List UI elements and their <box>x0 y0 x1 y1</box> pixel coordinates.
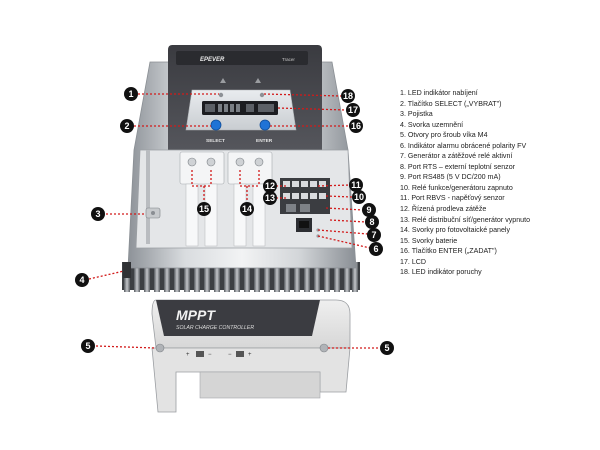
indicator-icon <box>255 78 261 83</box>
callout-marker-17: 17 <box>346 103 360 117</box>
cover-screw-hole-left <box>155 343 165 353</box>
svg-text:2: 2 <box>124 121 129 131</box>
pv-terminals <box>227 151 273 247</box>
legend-item: 2. Tlačítko SELECT („VYBRAT") <box>400 99 502 108</box>
callout-marker-10: 10 <box>352 190 366 204</box>
enter-label: ENTER <box>256 138 273 144</box>
callout-marker-15: 15 <box>197 202 211 216</box>
legend-item: 7. Generátor a zátěžové relé aktivní <box>400 152 513 161</box>
battery-icon <box>196 351 204 357</box>
select-button[interactable] <box>210 119 222 131</box>
select-label: SELECT <box>206 138 225 144</box>
legend-item: 18. LED indikátor poruchy <box>400 268 482 277</box>
cover-plus-sign-2: + <box>248 352 252 358</box>
callout-marker-5-left: 5 <box>81 339 95 353</box>
warning-icon <box>220 78 226 83</box>
cover-screw-hole-right <box>319 343 329 353</box>
controller-body: EPEVER Tracer SELECT ENTER <box>122 45 360 292</box>
callout-marker-4: 4 <box>75 273 89 287</box>
legend-item: 16. Tlačítko ENTER („ZADAT") <box>400 247 497 256</box>
legend-item: 1. LED indikátor nabíjení <box>400 89 478 97</box>
callout-marker-12: 12 <box>263 179 277 193</box>
svg-text:16: 16 <box>351 121 361 131</box>
callout-marker-2: 2 <box>120 119 134 133</box>
svg-text:9: 9 <box>366 205 371 215</box>
enter-button[interactable] <box>259 119 271 131</box>
callout-marker-3: 3 <box>91 207 105 221</box>
legend-item: 10. Relé funkce/generátoru zapnuto <box>400 183 513 192</box>
fault-led <box>259 92 265 98</box>
comm-terminal-block <box>280 178 330 214</box>
legend-item: 9. Port RS485 (5 V DC/200 mA) <box>400 173 501 182</box>
svg-text:5: 5 <box>384 343 389 353</box>
legend-item: 11. Port RBVS - napěťový senzor <box>400 194 505 203</box>
model-name: Tracer <box>282 57 295 62</box>
cover-plus-sign: + <box>186 352 190 358</box>
callout-marker-16: 16 <box>349 119 363 133</box>
legend-item: 8. Port RTS – externí teplotní senzor <box>400 162 516 171</box>
brand-logo: EPEVER <box>200 57 225 63</box>
cover-subtitle: SOLAR CHARGE CONTROLLER <box>176 325 254 331</box>
ground-terminal <box>123 262 131 278</box>
lcd-display <box>202 101 278 115</box>
callout-marker-18: 18 <box>341 89 355 103</box>
svg-text:1: 1 <box>128 89 133 99</box>
cover-minus-sign: − <box>208 352 212 358</box>
cover-title: MPPT <box>176 307 216 323</box>
cover-minus-sign-2: − <box>228 352 232 358</box>
callout-marker-11: 11 <box>349 178 363 192</box>
legend-item: 5. Otvory pro šroub víka M4 <box>400 131 488 140</box>
component-legend: 1. LED indikátor nabíjení 2. Tlačítko SE… <box>400 88 596 278</box>
svg-text:7: 7 <box>371 230 376 240</box>
svg-text:12: 12 <box>265 181 275 191</box>
svg-text:11: 11 <box>351 180 361 190</box>
svg-text:13: 13 <box>265 193 275 203</box>
battery-terminals <box>179 151 225 247</box>
svg-text:18: 18 <box>343 91 353 101</box>
callout-marker-1: 1 <box>124 87 138 101</box>
legend-item: 3. Pojistka <box>400 110 433 119</box>
callout-leaders <box>88 93 380 349</box>
svg-text:4: 4 <box>79 275 84 285</box>
svg-text:17: 17 <box>348 105 358 115</box>
svg-text:5: 5 <box>85 341 90 351</box>
callout-marker-13: 13 <box>263 191 277 205</box>
legend-item: 6. Indikátor alarmu obrácené polarity FV <box>400 141 527 150</box>
callout-markers: 1 18 17 2 16 3 4 5 5 15 14 12 13 11 10 9… <box>75 87 394 355</box>
legend-item: 4. Svorka uzemnění <box>400 120 464 129</box>
svg-text:8: 8 <box>369 217 374 227</box>
legend-item: 17. LCD <box>400 257 427 266</box>
callout-marker-14: 14 <box>240 202 254 216</box>
legend-item: 15. Svorky baterie <box>400 236 458 245</box>
legend-item: 12. Řízená prodleva zátěže <box>400 205 487 214</box>
legend-item: 14. Svorky pro fotovoltaické panely <box>400 226 511 235</box>
svg-text:6: 6 <box>373 244 378 254</box>
svg-text:3: 3 <box>95 209 100 219</box>
callout-marker-8: 8 <box>365 215 379 229</box>
legend-item: 13. Relé distribuční síť/generátor vypnu… <box>400 215 531 224</box>
charging-led <box>218 92 224 98</box>
callout-marker-5-right: 5 <box>380 341 394 355</box>
terminal-cover: MPPT SOLAR CHARGE CONTROLLER + − − + <box>151 299 351 413</box>
solar-panel-icon <box>236 351 244 357</box>
callout-marker-9: 9 <box>362 203 376 217</box>
svg-text:10: 10 <box>354 192 364 202</box>
callout-marker-7: 7 <box>367 228 381 242</box>
svg-text:14: 14 <box>242 204 252 214</box>
svg-text:15: 15 <box>199 204 209 214</box>
callout-marker-6: 6 <box>369 242 383 256</box>
